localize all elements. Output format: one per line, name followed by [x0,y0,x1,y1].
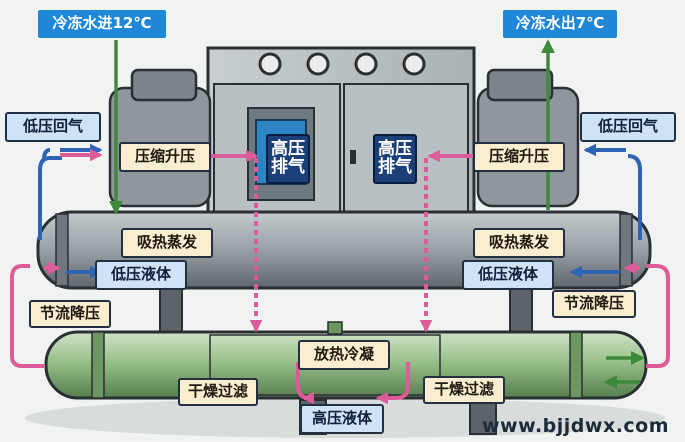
high-liquid-label: 高压液体 [300,404,384,434]
chilled-water-outlet-tag: 冷冻水出7℃ [503,10,617,38]
left-return-gas-label: 低压回气 [5,112,101,142]
right-filter-label: 干燥过滤 [423,376,505,404]
right-discharge-label: 高压排气 [373,134,417,184]
left-compress-label: 压缩升压 [119,142,211,172]
left-throttle-label: 节流降压 [29,300,111,328]
left-filter-label: 干燥过滤 [178,378,258,406]
chilled-water-inlet-tag: 冷冻水进12℃ [38,10,166,38]
right-evaporate-label: 吸热蒸发 [473,228,565,258]
right-compress-label: 压缩升压 [473,142,565,172]
left-discharge-text: 高压排气 [271,139,305,177]
chilled-water-pipes [109,39,645,389]
condense-label: 放热冷凝 [298,340,390,370]
right-low-liquid-label: 低压液体 [462,260,554,290]
left-discharge-label: 高压排气 [266,134,310,184]
refrigerant-loop [10,148,670,405]
watermark: www.bjjdwx.com [482,415,670,437]
right-throttle-label: 节流降压 [552,290,636,318]
right-return-gas-label: 低压回气 [580,112,676,142]
left-low-liquid-label: 低压液体 [95,260,187,290]
pressure-gauges [258,52,426,76]
right-discharge-text: 高压排气 [378,139,412,177]
left-evaporate-label: 吸热蒸发 [121,228,213,258]
